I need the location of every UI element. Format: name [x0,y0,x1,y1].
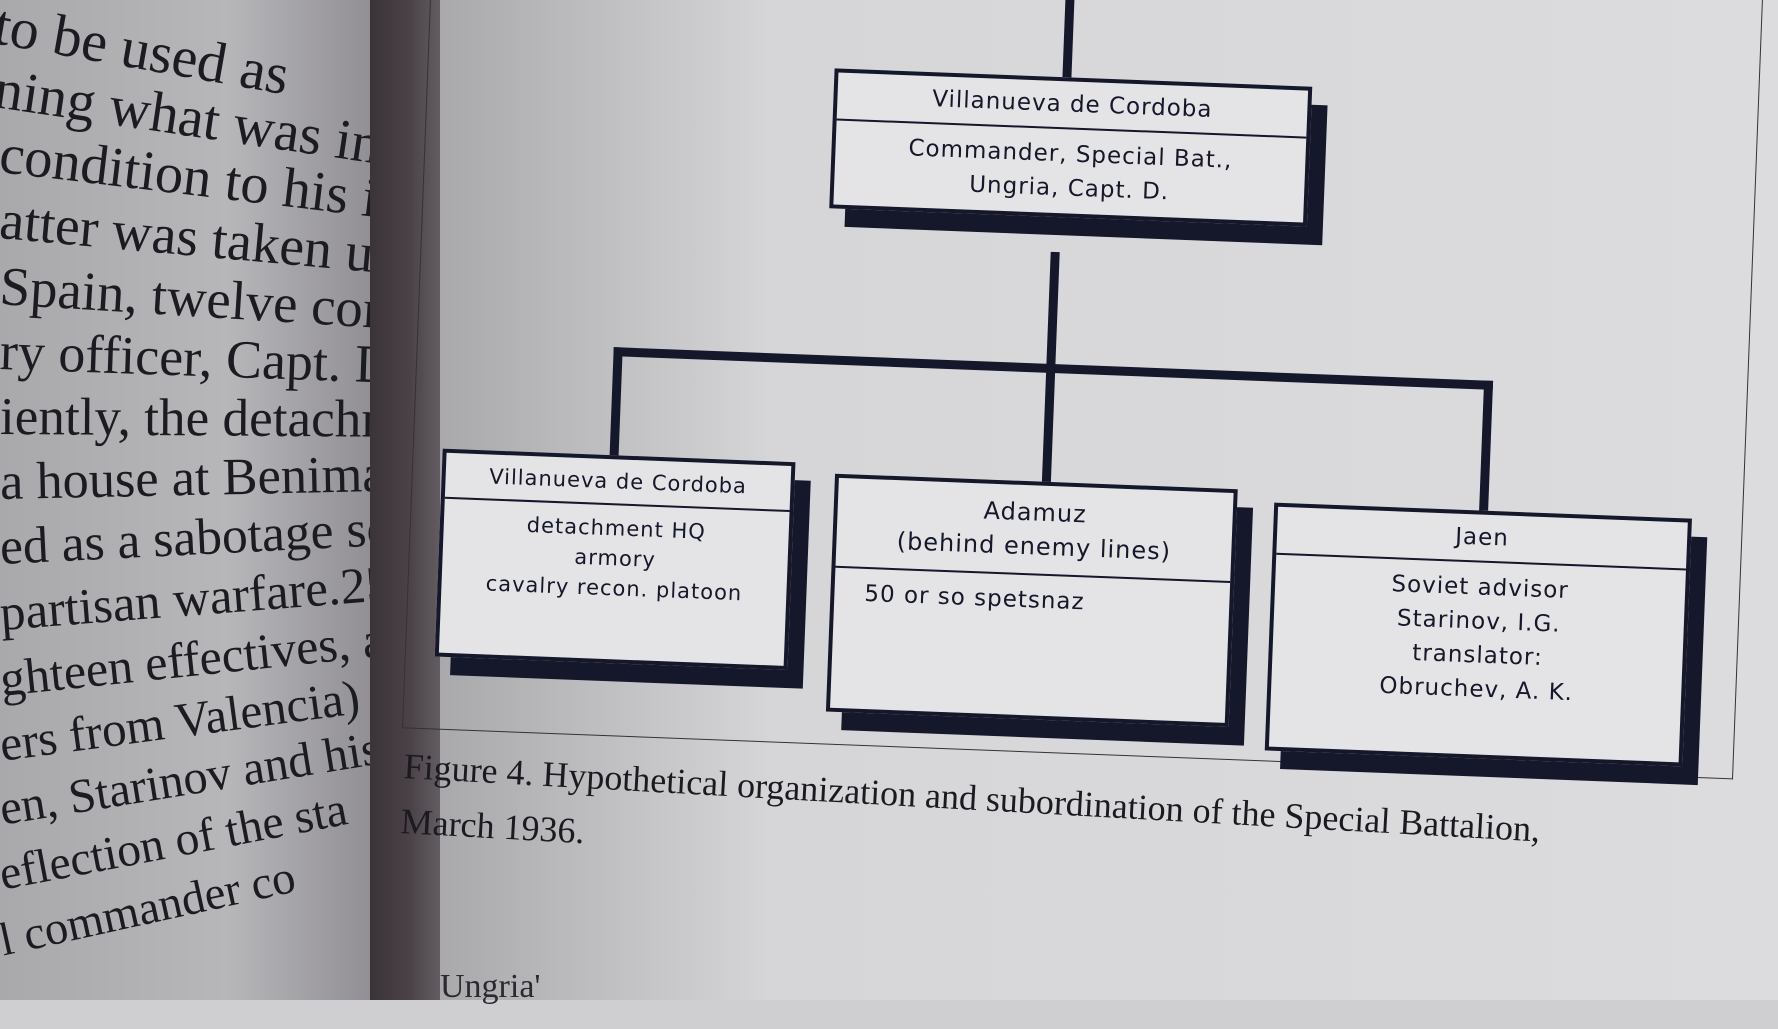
node-top: Villanueva de Cordoba Commander, Special… [829,68,1313,227]
body-text-fragment: Ungria' [440,968,541,1005]
node-adamuz: Adamuz (behind enemy lines) 50 or so spe… [825,473,1238,728]
node-jaen: Jaen Soviet advisor Starinov, I.G. trans… [1264,502,1692,767]
node-villanueva: Villanueva de Cordoba detachment HQ armo… [434,448,796,671]
node-line: 50 or so spetsnaz [863,580,1086,616]
